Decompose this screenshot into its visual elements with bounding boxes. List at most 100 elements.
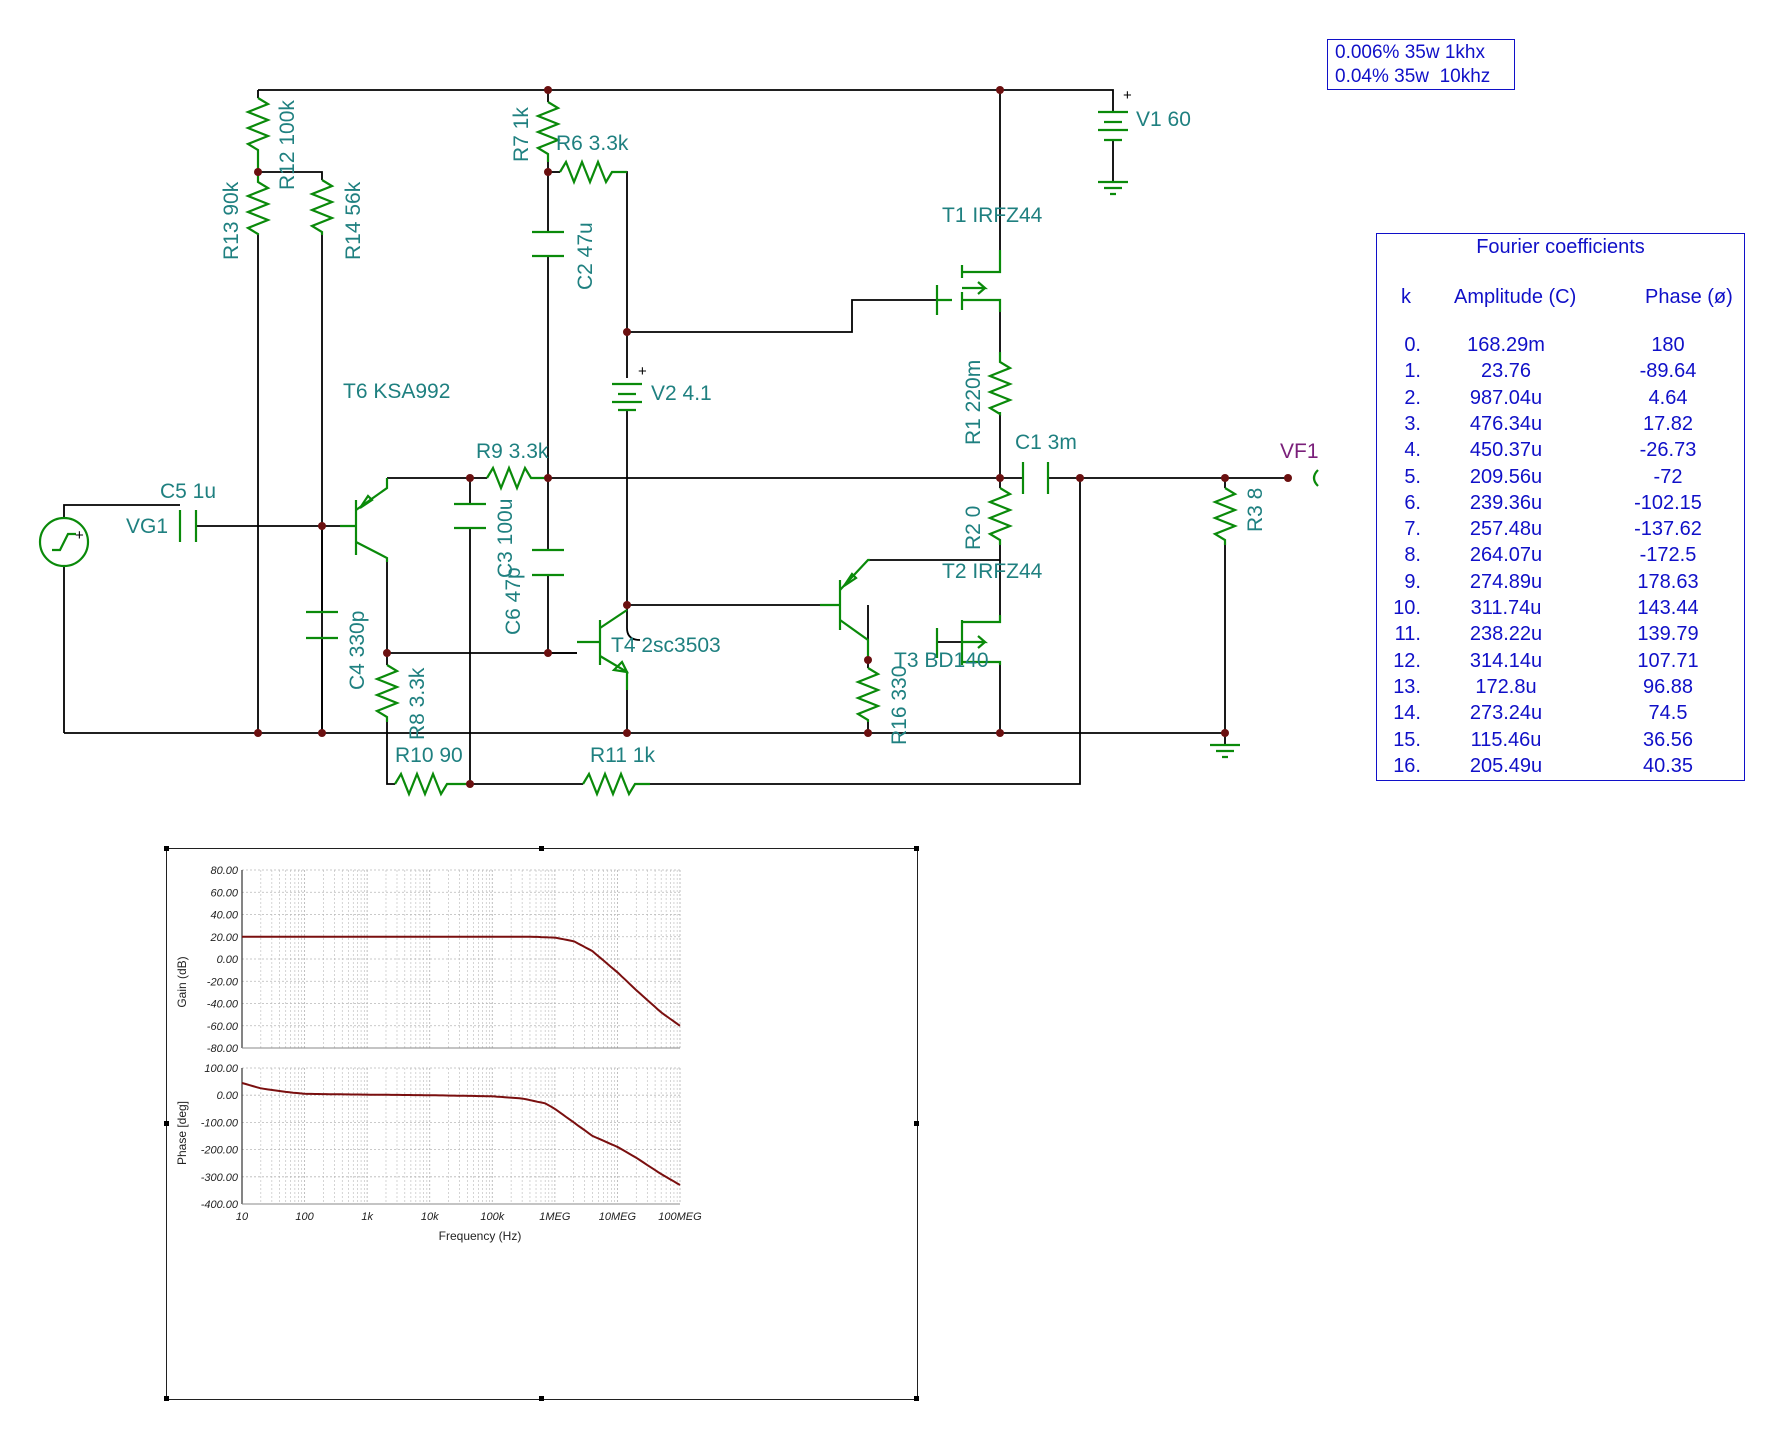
fourier-amplitude: 264.07u (1469, 544, 1543, 567)
thd-note-box: 0.006% 35w 1khx 0.04% 35w 10khz (1327, 39, 1515, 90)
junctions (254, 86, 1292, 788)
fourier-k: 13. (1393, 675, 1421, 698)
fourier-amplitude: 311.74u (1470, 597, 1542, 619)
tick-label: 10k (421, 1211, 439, 1223)
fourier-k: 15. (1393, 728, 1421, 751)
label-r6: R6 3.3k (556, 132, 629, 155)
label-r9: R9 3.3k (476, 440, 549, 463)
fourier-k: 9. (1404, 570, 1421, 593)
tick-label: 0.00 (217, 954, 239, 966)
frame-handle[interactable] (164, 846, 169, 851)
fourier-phase: 40.35 (1642, 754, 1694, 777)
fourier-k: 0. (1404, 334, 1421, 356)
fourier-row: 9. 274.89u 178.63 (1377, 571, 1744, 597)
label-vg1-plus: + (75, 527, 84, 544)
fourier-k: 1. (1404, 360, 1421, 383)
fourier-k: 7. (1404, 518, 1421, 541)
fourier-phase: -137.62 (1634, 518, 1702, 541)
label-t6: T6 KSA992 (343, 380, 450, 403)
label-t4: T4 2sc3503 (611, 634, 721, 657)
fourier-phase: 74.5 (1648, 702, 1688, 725)
fourier-amplitude: 274.89u (1469, 570, 1543, 593)
tick-label: 10MEG (599, 1211, 637, 1223)
label-c6: C6 47p (502, 567, 525, 635)
fourier-amplitude: 205.49u (1469, 754, 1543, 777)
tick-label: 100 (295, 1211, 314, 1223)
frame-handle[interactable] (539, 846, 544, 851)
tick-label: 20.00 (209, 932, 238, 944)
fourier-amplitude: 476.34u (1469, 412, 1543, 435)
tick-label: 1MEG (539, 1211, 571, 1223)
label-r1: R1 220m (962, 360, 985, 445)
fourier-amplitude: 273.24u (1469, 702, 1543, 725)
label-v1: V1 60 (1136, 108, 1191, 131)
tick-label: 40.00 (210, 910, 238, 922)
frame-handle[interactable] (914, 1121, 919, 1126)
gain-axis-label: Gain (dB) (175, 956, 189, 1007)
fourier-amplitude: 314.14u (1469, 649, 1543, 672)
label-v2: V2 4.1 (651, 382, 712, 405)
tick-label: -60.00 (207, 1021, 239, 1033)
fourier-phase: -172.5 (1639, 544, 1697, 567)
frame-handle[interactable] (164, 1121, 169, 1126)
fourier-row: 8.264.07u-172.5 (1377, 544, 1744, 570)
tick-label: 0.00 (217, 1090, 239, 1102)
label-r10: R10 90 (395, 744, 463, 767)
label-t3: T3 BD140 (894, 649, 989, 672)
gain-grid (241, 869, 681, 1049)
frame-handle[interactable] (539, 1396, 544, 1401)
tick-label: 60.00 (210, 887, 238, 899)
fourier-amplitude: 115.46u (1470, 728, 1542, 751)
frame-handle[interactable] (164, 1396, 169, 1401)
tick-label: 1k (361, 1211, 373, 1223)
fourier-phase: -89.64 (1639, 360, 1697, 383)
thd-line-2: 0.04% 35w 10khz (1335, 66, 1491, 87)
frame-handle[interactable] (914, 846, 919, 851)
frame-handle[interactable] (914, 1396, 919, 1401)
thd-line-1: 0.006% 35w 1khx (1335, 42, 1485, 63)
fourier-k: 4. (1404, 439, 1421, 462)
fourier-header-amplitude: Amplitude (C) (1454, 286, 1577, 308)
label-c1: C1 3m (1015, 431, 1077, 454)
tick-label: 100.00 (204, 1063, 239, 1075)
label-r16: R16 330 (888, 666, 911, 745)
fourier-phase: 139.79 (1637, 623, 1699, 646)
fourier-coefficients-table: Fourier coefficients k Amplitude (C) Pha… (1376, 233, 1745, 781)
label-r13: R13 90k (220, 181, 243, 260)
tick-label: -20.00 (207, 976, 239, 988)
fourier-phase: -102.15 (1634, 491, 1702, 514)
label-t2: T2 IRFZ44 (942, 560, 1043, 583)
fourier-k: 5. (1404, 465, 1421, 488)
tick-label: -400.00 (201, 1199, 239, 1211)
label-v1-plus: + (1123, 87, 1132, 104)
fourier-amplitude: 168.29m (1467, 334, 1545, 356)
fourier-amplitude: 238.22u (1469, 623, 1543, 646)
fourier-k: 2. (1404, 386, 1421, 409)
label-r14: R14 56k (342, 181, 365, 260)
fourier-row: 11. 238.22u 139.79 (1377, 623, 1744, 649)
fourier-k: 11. (1394, 623, 1421, 646)
tick-label: 80.00 (210, 865, 238, 877)
component-labels: V1 60 + R12 100k R13 90k R14 56k R7 1k R… (75, 87, 1319, 767)
fourier-k: 3. (1404, 412, 1421, 435)
phase-curve (241, 1082, 681, 1186)
tick-label: 100MEG (658, 1211, 702, 1223)
fourier-phase: 107.71 (1637, 649, 1699, 672)
fourier-header-phase: Phase (ø) (1645, 286, 1733, 308)
fourier-row: 4.450.37u-26.73 (1377, 439, 1744, 465)
fourier-phase: 178.63 (1637, 570, 1699, 593)
fourier-k: 16. (1393, 754, 1421, 777)
label-r3: R3 8 (1244, 488, 1267, 532)
gain-curve (242, 935, 681, 1027)
fourier-amplitude: 257.48u (1469, 518, 1543, 541)
tick-label: -300.00 (201, 1172, 239, 1184)
fourier-row: 5.209.56u-72 (1377, 466, 1744, 492)
tick-label: -100.00 (201, 1117, 239, 1129)
